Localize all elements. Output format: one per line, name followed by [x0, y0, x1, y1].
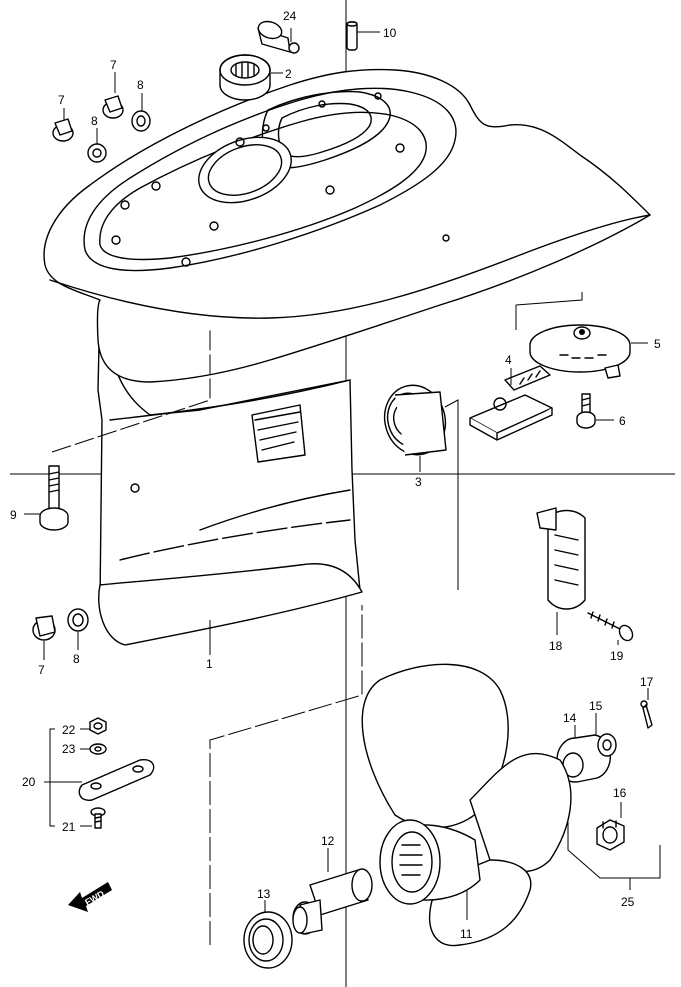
gear-case-part-1: [43, 68, 651, 646]
label-part-5: 5: [654, 337, 661, 351]
clip-part-4: [469, 365, 553, 441]
label-part-12: 12: [321, 834, 335, 848]
plug-part-7-top-left: [52, 118, 74, 142]
screw-part-19: [587, 611, 634, 642]
washer-part-23: [89, 743, 107, 755]
label-part-18: 18: [549, 639, 563, 653]
label-part-8-top-left: 8: [91, 114, 98, 128]
label-part-20: 20: [22, 775, 36, 789]
bracket-group-20: [49, 728, 55, 827]
dowel-pin-part-10: [346, 21, 358, 51]
anode-part-5: [529, 324, 631, 379]
forward-direction-badge: FWD: [68, 882, 112, 912]
label-part-14: 14: [563, 711, 577, 725]
bearing-part-2: [219, 54, 271, 101]
label-part-3: 3: [415, 475, 422, 489]
label-part-17: 17: [640, 675, 654, 689]
label-part-24: 24: [283, 9, 297, 23]
label-part-16: 16: [613, 786, 627, 800]
label-part-7-top-right: 7: [110, 58, 117, 72]
cotter-pin-part-17: [640, 700, 653, 729]
label-part-23: 23: [62, 742, 76, 756]
label-part-15: 15: [589, 699, 603, 713]
label-part-1: 1: [206, 657, 213, 671]
label-part-4: 4: [505, 353, 512, 367]
label-part-8-lower: 8: [73, 652, 80, 666]
label-part-6: 6: [619, 414, 626, 428]
label-part-25: 25: [621, 895, 635, 909]
washer-part-8-top-left: [87, 143, 107, 163]
label-part-11: 11: [460, 927, 473, 941]
castle-nut-part-16: [596, 819, 625, 851]
washer-part-15: [597, 733, 617, 757]
label-part-9: 9: [10, 508, 17, 522]
label-part-22: 22: [62, 723, 76, 737]
pin-part-24: [257, 20, 300, 54]
label-part-7-lower: 7: [38, 663, 45, 677]
bearing-part-3: [383, 384, 447, 456]
plate-part-20: [78, 759, 155, 801]
flange-bolt-holes: [111, 92, 450, 267]
bolt-part-9: [39, 465, 69, 531]
label-part-10: 10: [383, 26, 397, 40]
propeller-part-11: [361, 663, 572, 947]
label-part-21: 21: [62, 820, 76, 834]
label-part-19: 19: [610, 649, 624, 663]
bolt-part-6: [576, 393, 596, 429]
washer-part-8-lower: [67, 608, 89, 632]
plug-part-7-lower: [32, 615, 56, 641]
bushing-part-12: [292, 868, 373, 935]
screw-part-21: [90, 807, 106, 829]
label-part-7-top-left: 7: [58, 93, 65, 107]
water-intake-grille: [251, 404, 306, 463]
water-grille-part-18: [536, 507, 586, 610]
washer-part-8-top-right: [131, 110, 151, 132]
plug-part-7-top-right: [102, 95, 124, 119]
label-part-8-top-right: 8: [137, 78, 144, 92]
label-part-2: 2: [285, 67, 292, 81]
seal-part-13: [243, 911, 293, 969]
nut-part-22: [89, 717, 107, 735]
label-part-13: 13: [257, 887, 271, 901]
